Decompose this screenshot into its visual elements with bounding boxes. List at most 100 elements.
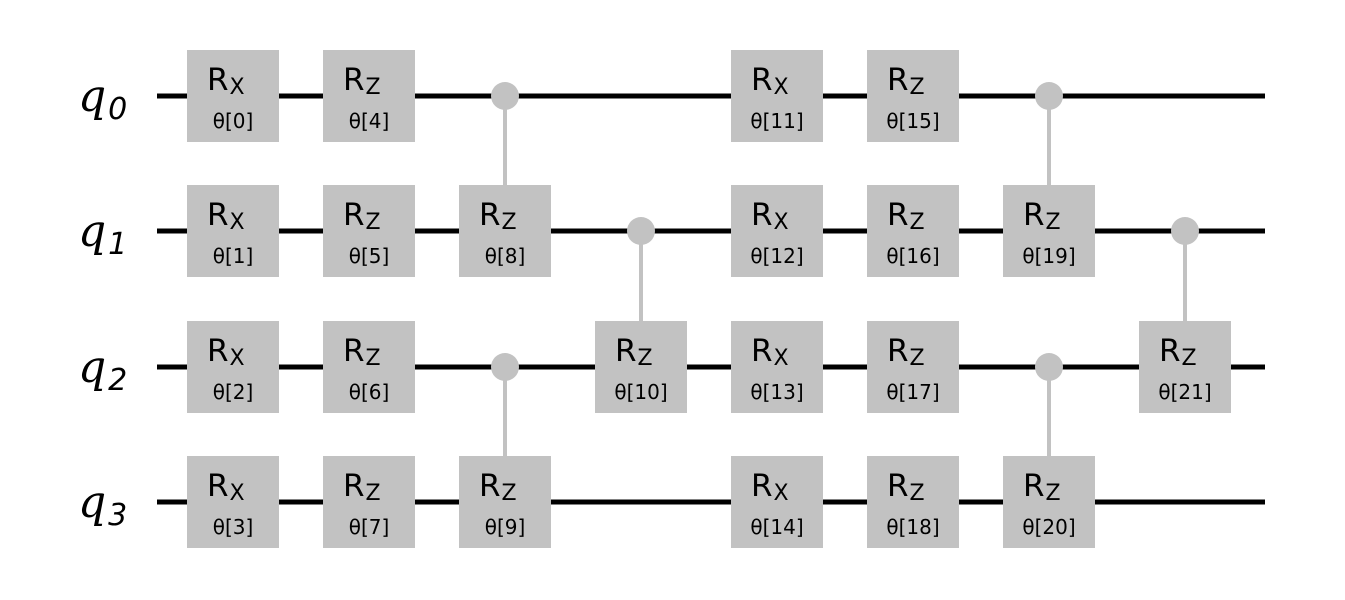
gate-parameter: θ[1]	[213, 244, 254, 268]
gate-parameter: θ[17]	[886, 380, 939, 404]
qubit-label: q2	[78, 342, 127, 398]
control-dot	[1035, 82, 1063, 110]
gate-rz: RZ θ[20]	[1003, 456, 1095, 548]
gate-rz: RZ θ[6]	[323, 321, 415, 413]
gate-rx: RX θ[11]	[731, 50, 823, 142]
gate-label: RX	[751, 333, 789, 371]
gate-box	[459, 456, 551, 548]
gate-rz: RZ θ[8]	[459, 185, 551, 277]
gate-box	[867, 321, 959, 413]
gate-parameter: θ[12]	[750, 244, 803, 268]
gate-parameter: θ[16]	[886, 244, 939, 268]
gate-rz: RZ θ[16]	[867, 185, 959, 277]
gate-rz: RZ θ[10]	[595, 321, 687, 413]
gate-box	[731, 185, 823, 277]
gate-rz: RZ θ[21]	[1139, 321, 1231, 413]
gate-box	[459, 185, 551, 277]
qubit-labels: q0 q1 q2 q3	[78, 71, 127, 533]
gate-parameter: θ[5]	[349, 244, 390, 268]
gate-box	[323, 50, 415, 142]
gate-parameter: θ[14]	[750, 515, 803, 539]
gate-rz: RZ θ[18]	[867, 456, 959, 548]
qubit-label: q3	[78, 477, 127, 533]
gate-box	[867, 50, 959, 142]
gate-box	[731, 50, 823, 142]
gate-box	[731, 456, 823, 548]
gate-label: RZ	[887, 333, 925, 371]
qubit-wires	[157, 93, 1265, 505]
gate-rz: RZ θ[19]	[1003, 185, 1095, 277]
gate-label: RZ	[343, 333, 381, 371]
gate-label: RZ	[887, 468, 925, 506]
gate-label: RX	[207, 62, 245, 100]
gate-parameter: θ[2]	[213, 380, 254, 404]
gate-box	[187, 456, 279, 548]
gate-label: RX	[207, 468, 245, 506]
gate-label: RX	[207, 333, 245, 371]
qubit-label: q0	[78, 71, 127, 127]
gate-label: RZ	[343, 197, 381, 235]
gate-label: RX	[751, 62, 789, 100]
gate-box	[187, 321, 279, 413]
gate-rz: RZ θ[17]	[867, 321, 959, 413]
gate-label: RZ	[1159, 333, 1197, 371]
gate-label: RZ	[615, 333, 653, 371]
gate-rx: RX θ[3]	[187, 456, 279, 548]
gate-rz: RZ θ[9]	[459, 456, 551, 548]
gate-parameter: θ[4]	[349, 109, 390, 133]
gate-label: RZ	[887, 197, 925, 235]
gate-box	[595, 321, 687, 413]
gate-label: RX	[751, 197, 789, 235]
gate-parameter: θ[21]	[1158, 380, 1211, 404]
qubit-label: q1	[78, 206, 127, 262]
gate-parameter: θ[13]	[750, 380, 803, 404]
gate-parameter: θ[3]	[213, 515, 254, 539]
gate-box	[323, 185, 415, 277]
gate-parameter: θ[15]	[886, 109, 939, 133]
gate-rx: RX θ[12]	[731, 185, 823, 277]
gate-box	[323, 321, 415, 413]
gate-box	[187, 50, 279, 142]
gate-parameter: θ[6]	[349, 380, 390, 404]
gate-box	[187, 185, 279, 277]
gate-parameter: θ[20]	[1022, 515, 1075, 539]
gate-box	[1139, 321, 1231, 413]
gate-parameter: θ[7]	[349, 515, 390, 539]
control-dot	[491, 353, 519, 381]
control-dot	[1035, 353, 1063, 381]
gate-box	[867, 185, 959, 277]
gate-rx: RX θ[2]	[187, 321, 279, 413]
gate-box	[323, 456, 415, 548]
gate-parameter: θ[10]	[614, 380, 667, 404]
gate-box	[731, 321, 823, 413]
gate-parameter: θ[0]	[213, 109, 254, 133]
gate-label: RX	[207, 197, 245, 235]
gate-label: RZ	[343, 468, 381, 506]
gate-parameter: θ[19]	[1022, 244, 1075, 268]
control-dot	[491, 82, 519, 110]
gate-label: RZ	[479, 197, 517, 235]
gate-rx: RX θ[1]	[187, 185, 279, 277]
gate-rz: RZ θ[7]	[323, 456, 415, 548]
gate-parameter: θ[8]	[485, 244, 526, 268]
gate-label: RZ	[479, 468, 517, 506]
gate-boxes: RX θ[0] RX θ[1] RX θ[2] RX θ[3] RZ θ[4] RZ θ[5] RZ θ[…	[187, 50, 1231, 548]
gate-rz: RZ θ[15]	[867, 50, 959, 142]
gate-rz: RZ θ[4]	[323, 50, 415, 142]
gate-rz: RZ θ[5]	[323, 185, 415, 277]
gate-parameter: θ[18]	[886, 515, 939, 539]
gate-box	[1003, 185, 1095, 277]
control-dot	[1171, 217, 1199, 245]
gate-label: RX	[751, 468, 789, 506]
gate-label: RZ	[1023, 197, 1061, 235]
gate-rx: RX θ[0]	[187, 50, 279, 142]
gate-parameter: θ[9]	[485, 515, 526, 539]
gate-rx: RX θ[14]	[731, 456, 823, 548]
gate-box	[1003, 456, 1095, 548]
gate-label: RZ	[887, 62, 925, 100]
gate-label: RZ	[1023, 468, 1061, 506]
gate-parameter: θ[11]	[750, 109, 803, 133]
gate-label: RZ	[343, 62, 381, 100]
gate-rx: RX θ[13]	[731, 321, 823, 413]
